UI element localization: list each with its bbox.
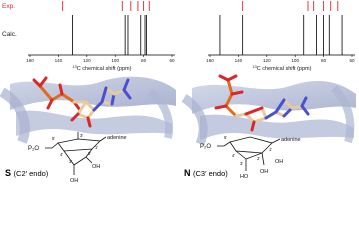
calc-lines <box>219 15 343 55</box>
conformer-label-n: N (C3′ endo) <box>184 168 228 178</box>
group-adenine: adenine <box>107 135 127 141</box>
sugar-diagram-n: P₂O 5′ 4′ 1′ 3′ 2′ adenine OH HO OH <box>200 135 301 180</box>
group-p2o: P₂O <box>28 146 39 152</box>
tick-label: 80 <box>141 58 147 63</box>
atom-4p: 4′ <box>232 153 235 158</box>
atom-4p: 4′ <box>60 152 63 157</box>
group-p2o: P₂O <box>200 144 211 150</box>
atom-1p: 1′ <box>95 145 98 150</box>
conformer-letter: N <box>184 168 191 178</box>
atom-3p: 3′ <box>240 161 243 166</box>
spectrum-plot-s: Exp. Calc. 160 140 120 100 80 60 13C chemical… <box>2 1 175 72</box>
atom-5p: 5′ <box>224 135 227 140</box>
tick-label: 140 <box>235 58 243 63</box>
exp-lines <box>242 1 339 11</box>
conformer-note: (C2′ endo) <box>13 169 49 178</box>
hydroxyl-2: OH <box>92 164 100 170</box>
axis-ticks: 160 140 120 100 80 60 <box>26 55 175 63</box>
tick-label: 120 <box>83 58 91 63</box>
calc-lines <box>72 15 147 55</box>
conformer-letter: S <box>5 168 12 178</box>
atom-3p: 3′ <box>69 159 72 164</box>
calc-label: Calc. <box>2 31 17 38</box>
exp-lines <box>62 1 150 11</box>
hydroxyl-3: OH <box>260 169 268 175</box>
panel-s-conformer: Exp. Calc. 160 140 120 100 80 60 13C chemical… <box>0 0 179 189</box>
atom-3p-top: 3′ <box>80 133 83 138</box>
tick-label: 120 <box>263 58 271 63</box>
protein-structure-image-n <box>181 74 356 146</box>
tick-label: 160 <box>26 58 34 63</box>
spectrum-plot-n: 160 140 120 100 80 60 13C chemical shift (ppm… <box>206 1 355 72</box>
tick-label: 140 <box>55 58 63 63</box>
sugar-diagram-s: P₂O 5′ 4′ 3′ 1′ 3′ 2′ adenine OH OH <box>28 132 127 184</box>
group-adenine: adenine <box>281 137 301 143</box>
hydroxyl-1: OH <box>70 178 78 184</box>
hydroxyl-1: OH <box>275 159 283 165</box>
atom-2p: 2′ <box>257 156 260 161</box>
atom-5p: 5′ <box>52 136 55 141</box>
x-axis-label: 13C chemical shift (ppm) <box>73 65 132 72</box>
atom-2p: 2′ <box>88 151 91 156</box>
tick-label: 60 <box>169 58 175 63</box>
x-axis-label: 13C chemical shift (ppm) <box>253 65 312 72</box>
tick-label: 160 <box>206 58 214 63</box>
panel-n-conformer: 160 140 120 100 80 60 13C chemical shift (ppm… <box>180 0 359 189</box>
tick-label: 60 <box>349 58 355 63</box>
tick-label: 100 <box>111 58 119 63</box>
tick-label: 80 <box>321 58 327 63</box>
tick-label: 100 <box>291 58 299 63</box>
exp-label: Exp. <box>2 3 15 10</box>
hydroxyl-2: HO <box>240 174 249 180</box>
atom-1p: 1′ <box>269 147 272 152</box>
conformer-note: (C3′ endo) <box>193 169 228 178</box>
protein-structure-image-s <box>0 76 176 144</box>
axis-ticks: 160 140 120 100 80 60 <box>206 55 355 63</box>
conformer-label-s: S (C2′ endo) <box>5 168 48 178</box>
